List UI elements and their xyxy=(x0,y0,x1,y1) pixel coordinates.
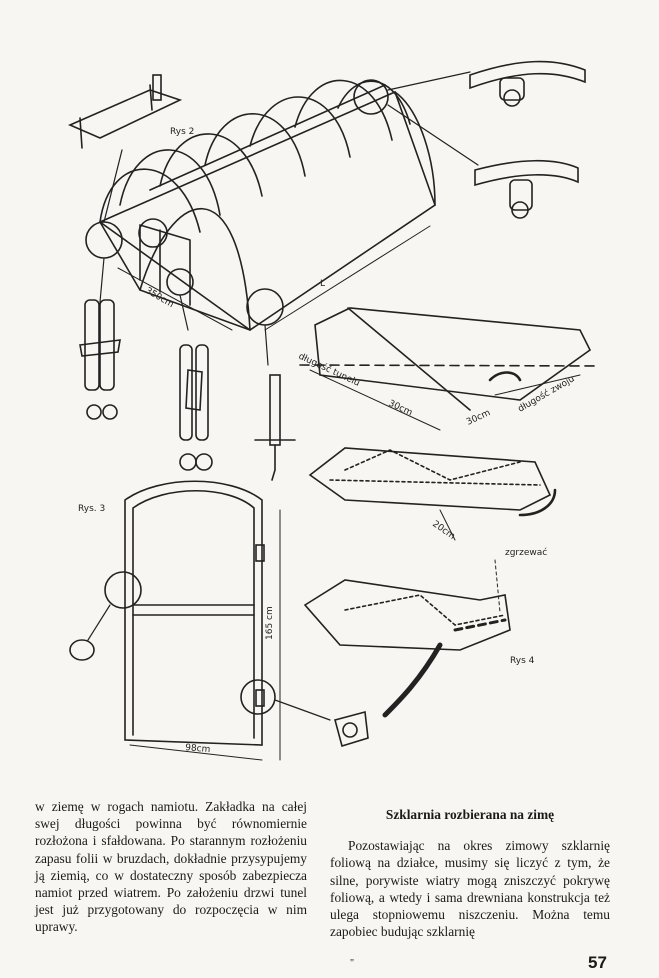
section-heading: Szklarnia rozbierana na zimę xyxy=(385,807,555,822)
technical-illustration: Rys 2 Rys. 3 Rys 4 350cm L 165 cm 98cm d… xyxy=(67,60,599,761)
overlap-30-right: 30cm xyxy=(465,408,492,428)
body-paragraph: Pozostawiając na okres zimowy szklarnię … xyxy=(330,838,610,940)
door-width-dimension: 98cm xyxy=(185,743,211,755)
corner-bracket-detail xyxy=(67,74,183,149)
door-frame-drawing xyxy=(69,480,369,761)
right-text-column: Szklarnia rozbierana na zimę Pozostawiaj… xyxy=(330,798,610,940)
overlap-20-label: 20cm xyxy=(430,519,456,542)
tunnel-length-label: długość tunelu xyxy=(297,351,362,389)
roll-length-label: długość zwoju xyxy=(516,373,576,414)
rys4-label: Rys 4 xyxy=(510,656,535,666)
tunnel-greenhouse-drawing xyxy=(85,71,479,366)
body-paragraph: w ziemę w rogach namiotu. Zakładka na ca… xyxy=(35,799,307,935)
page-number: 57 xyxy=(588,953,607,972)
length-dimension: L xyxy=(320,279,325,289)
pipe-joint-details xyxy=(79,299,296,481)
rys3-label: Rys. 3 xyxy=(78,504,105,514)
overlap-30-left: 30cm xyxy=(387,399,414,419)
foil-welding-diagram xyxy=(299,307,599,718)
door-height-dimension: 165 cm xyxy=(265,606,275,640)
arch-clamp-details xyxy=(469,60,586,219)
weld-label: zgrzewać xyxy=(505,547,547,558)
stray-mark: " xyxy=(350,958,355,969)
left-text-column: w ziemę w rogach namiotu. Zakładka na ca… xyxy=(35,798,307,936)
rys2-label: Rys 2 xyxy=(170,127,194,137)
